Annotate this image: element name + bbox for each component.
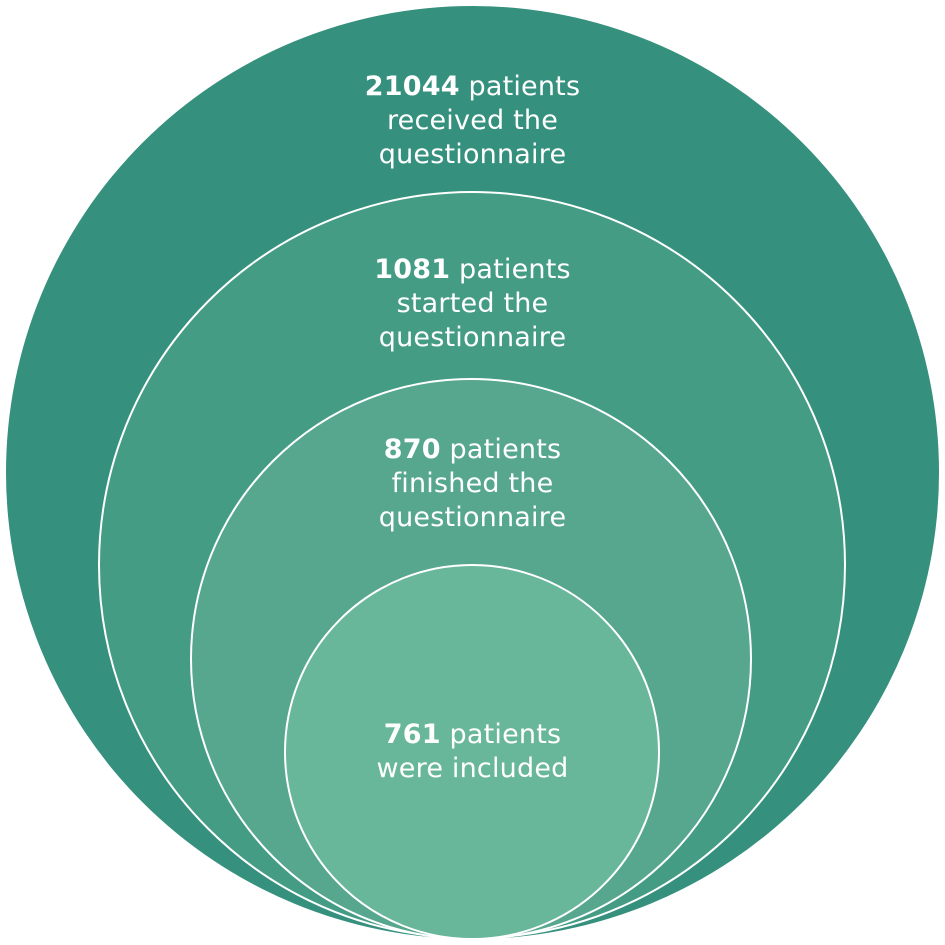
label-started-line-3: questionnaire: [378, 322, 567, 353]
count-received: 21044: [364, 71, 460, 102]
label-included-line-2: were included: [376, 753, 569, 784]
label-included-patients: patients: [449, 719, 562, 750]
label-finished: 870 patients finished the questionnaire: [0, 433, 945, 535]
label-started-line-1: 1081 patients: [0, 253, 945, 287]
circle-included: [284, 564, 660, 940]
count-started: 1081: [374, 254, 451, 285]
label-finished-patients: patients: [449, 434, 562, 465]
label-received-line-1: 21044 patients: [0, 70, 945, 104]
label-finished-line-3: questionnaire: [378, 502, 567, 533]
count-finished: 870: [383, 434, 441, 465]
label-started-line-2: started the: [396, 288, 549, 319]
label-started: 1081 patients started the questionnaire: [0, 253, 945, 355]
label-received-line-2: received the: [386, 105, 559, 136]
label-received: 21044 patients received the questionnair…: [0, 70, 945, 172]
label-started-patients: patients: [459, 254, 571, 285]
label-included: 761 patients were included: [0, 718, 945, 786]
count-included: 761: [383, 719, 441, 750]
label-received-patients: patients: [468, 71, 581, 102]
label-received-line-3: questionnaire: [378, 139, 567, 170]
label-included-line-1: 761 patients: [0, 718, 945, 752]
label-finished-line-1: 870 patients: [0, 433, 945, 467]
label-finished-line-2: finished the: [391, 468, 554, 499]
